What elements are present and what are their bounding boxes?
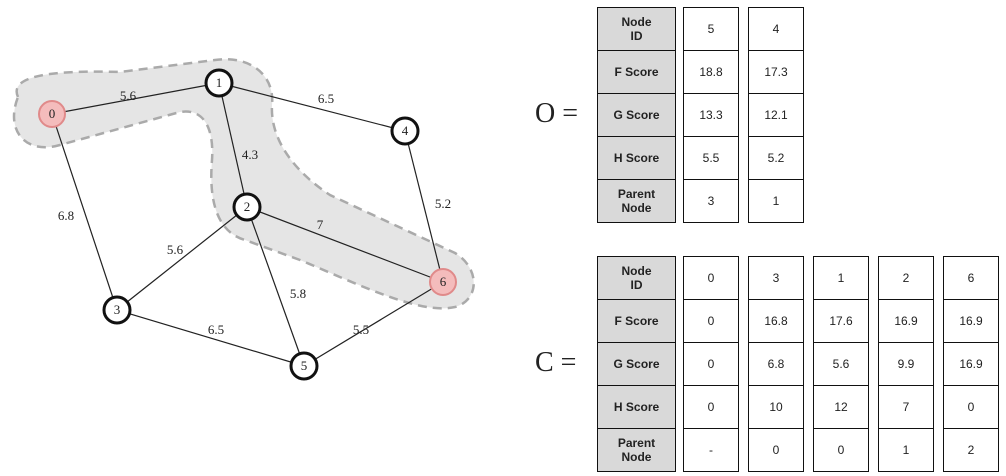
row-header: Node ID bbox=[597, 256, 676, 300]
node-4 bbox=[390, 116, 420, 146]
node-label: 2 bbox=[244, 199, 251, 214]
table-cell: 0 bbox=[813, 428, 869, 472]
table-cell: 0 bbox=[943, 385, 999, 429]
table-cell: 18.8 bbox=[683, 50, 739, 94]
table-cell: 17.6 bbox=[813, 299, 869, 343]
edge-weight-label: 6.5 bbox=[318, 91, 334, 106]
edge-weight-label: 5.8 bbox=[290, 286, 306, 301]
edge-0-1 bbox=[51, 82, 220, 115]
edge-1-4 bbox=[218, 82, 406, 132]
edge-3-5 bbox=[116, 309, 305, 367]
edge-weight-label: 7 bbox=[317, 217, 324, 232]
table-cell: 16.9 bbox=[943, 342, 999, 386]
edge-weight-label: 4.3 bbox=[242, 147, 258, 162]
edge-weight-label: 5.5 bbox=[353, 322, 369, 337]
node-label: 4 bbox=[402, 123, 409, 138]
table-cell: - bbox=[683, 428, 739, 472]
table-cell: 13.3 bbox=[683, 93, 739, 137]
node-label: 1 bbox=[216, 75, 223, 90]
table-cell: 17.3 bbox=[748, 50, 804, 94]
table-cell: 4 bbox=[748, 7, 804, 51]
table-cell: 1 bbox=[813, 256, 869, 300]
table-cell: 0 bbox=[683, 256, 739, 300]
table-cell: 0 bbox=[748, 428, 804, 472]
edge-weight-label: 6.8 bbox=[58, 208, 74, 223]
table-cell: 6 bbox=[943, 256, 999, 300]
edge-2-6 bbox=[246, 206, 444, 283]
table-cell: 1 bbox=[748, 179, 804, 223]
table-cell: 16.8 bbox=[748, 299, 804, 343]
edge-1-2 bbox=[218, 82, 248, 208]
edge-2-3 bbox=[116, 206, 248, 311]
table-cell: 0 bbox=[683, 342, 739, 386]
row-header: Parent Node bbox=[597, 428, 676, 472]
table-cell: 6.8 bbox=[748, 342, 804, 386]
table-cell: 0 bbox=[683, 385, 739, 429]
node-label: 3 bbox=[114, 302, 121, 317]
edges-layer: 5.6 6.8 6.5 4.3 5.2 7 5.6 5.8 6.5 5.5 bbox=[51, 82, 451, 367]
node-3 bbox=[102, 295, 132, 325]
row-header: F Score bbox=[597, 299, 676, 343]
open-list-label: O = bbox=[535, 98, 579, 129]
edge-weight-label: 5.6 bbox=[167, 242, 184, 257]
edge-5-6 bbox=[303, 281, 444, 367]
table-cell: 0 bbox=[683, 299, 739, 343]
node-5 bbox=[289, 351, 319, 381]
node-1 bbox=[204, 68, 234, 98]
node-6 bbox=[429, 268, 457, 296]
table-cell: 16.9 bbox=[943, 299, 999, 343]
table-cell: 7 bbox=[878, 385, 934, 429]
table-cell: 16.9 bbox=[878, 299, 934, 343]
table-cell: 5.5 bbox=[683, 136, 739, 180]
table-cell: 2 bbox=[943, 428, 999, 472]
table-cell: 5.2 bbox=[748, 136, 804, 180]
node-label: 6 bbox=[440, 274, 447, 289]
nodes-layer: 0 1 2 3 4 5 6 bbox=[38, 68, 457, 381]
node-2 bbox=[232, 192, 262, 222]
edge-weight-label: 6.5 bbox=[208, 322, 224, 337]
row-header: H Score bbox=[597, 136, 676, 180]
table-cell: 10 bbox=[748, 385, 804, 429]
node-label: 5 bbox=[301, 358, 308, 373]
edge-weight-label: 5.6 bbox=[120, 88, 137, 103]
table-cell: 9.9 bbox=[878, 342, 934, 386]
table-cell: 12 bbox=[813, 385, 869, 429]
table-cell: 12.1 bbox=[748, 93, 804, 137]
table-cell: 3 bbox=[748, 256, 804, 300]
edge-0-3 bbox=[51, 113, 118, 311]
node-label: 0 bbox=[49, 106, 56, 121]
edge-2-5 bbox=[246, 206, 305, 367]
row-header: Parent Node bbox=[597, 179, 676, 223]
row-header: F Score bbox=[597, 50, 676, 94]
table-cell: 5 bbox=[683, 7, 739, 51]
row-header: H Score bbox=[597, 385, 676, 429]
edge-weight-label: 5.2 bbox=[435, 196, 451, 211]
table-cell: 1 bbox=[878, 428, 934, 472]
closed-list-label: C = bbox=[535, 347, 577, 378]
table-cell: 3 bbox=[683, 179, 739, 223]
table-cell: 5.6 bbox=[813, 342, 869, 386]
row-header: Node ID bbox=[597, 7, 676, 51]
node-0 bbox=[38, 100, 66, 128]
table-cell: 2 bbox=[878, 256, 934, 300]
highlighted-path-region bbox=[12, 57, 475, 310]
row-header: G Score bbox=[597, 93, 676, 137]
row-header: G Score bbox=[597, 342, 676, 386]
edge-4-6 bbox=[404, 130, 444, 283]
